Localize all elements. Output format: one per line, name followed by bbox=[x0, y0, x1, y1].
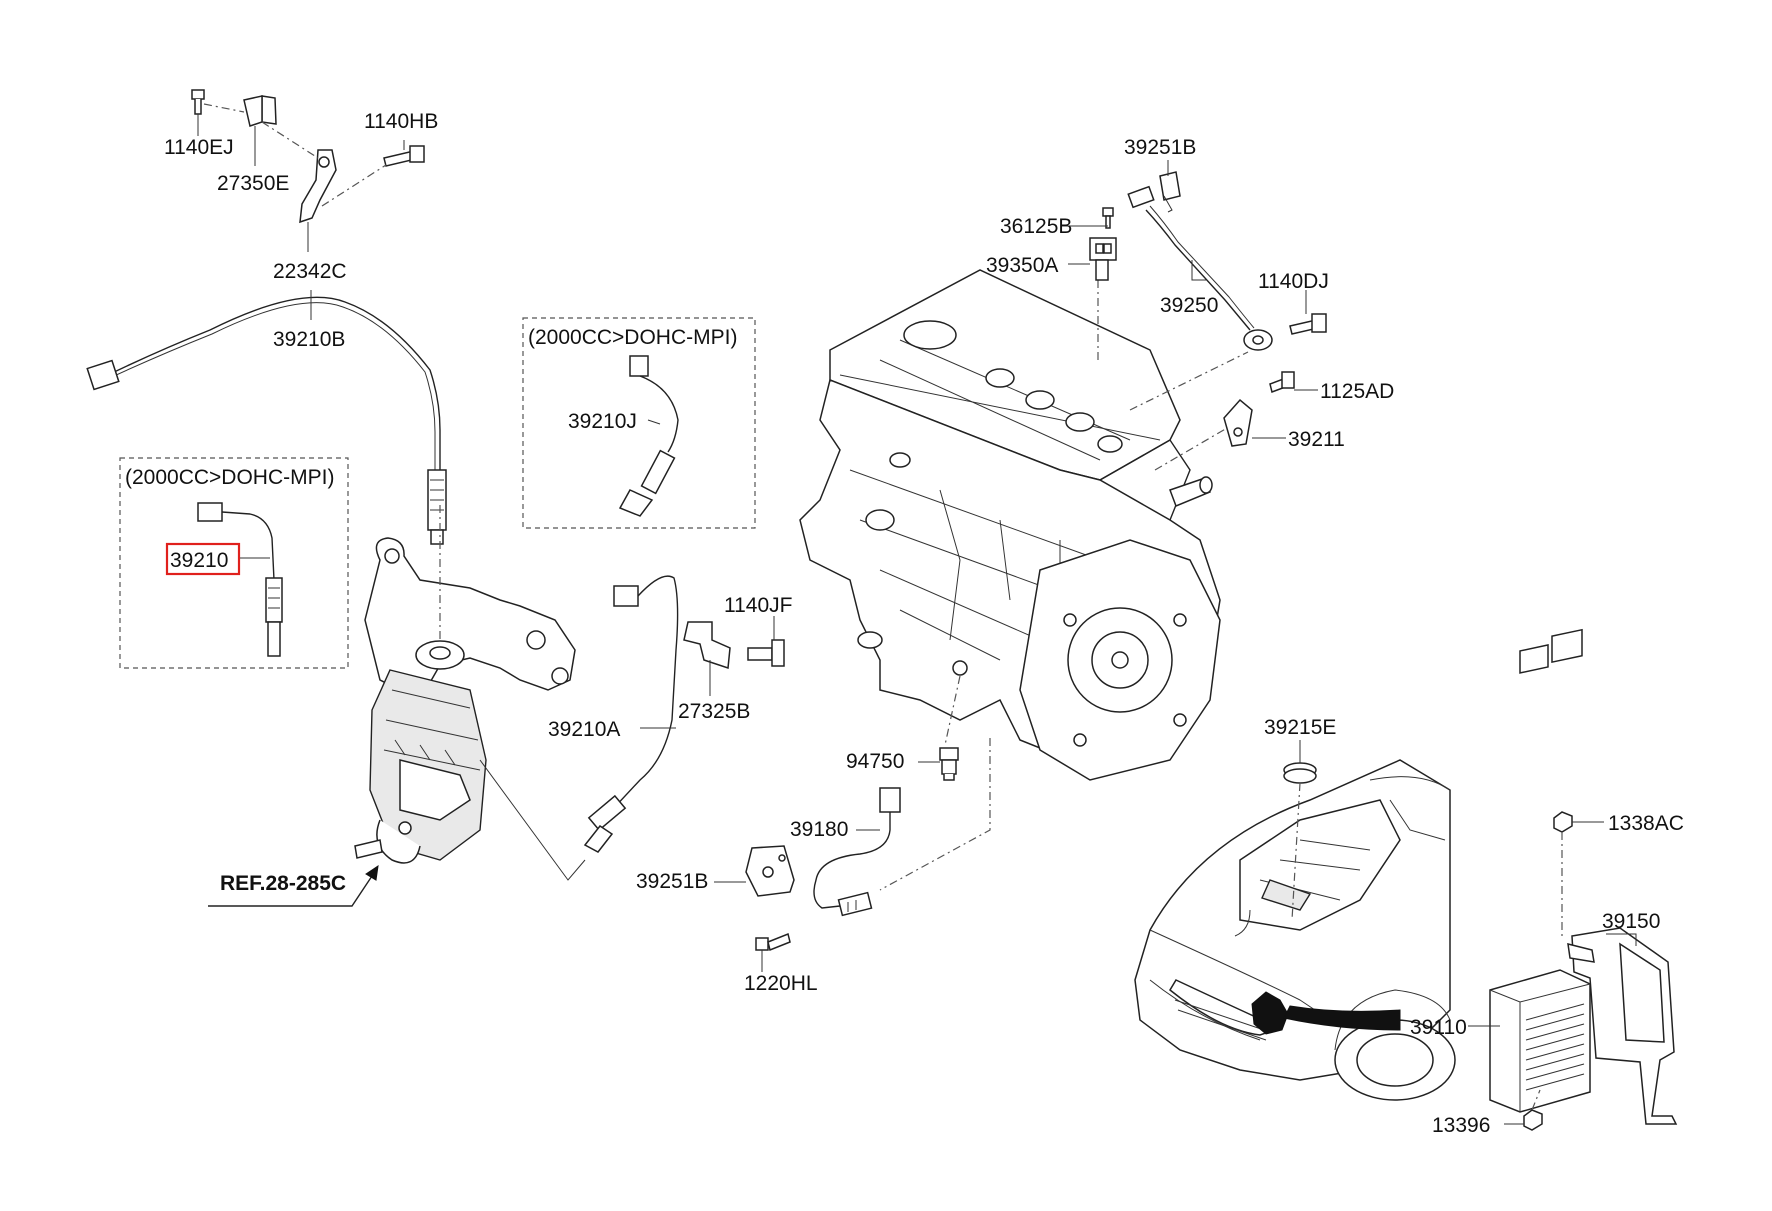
oxygen-sensor-39210b[interactable] bbox=[86, 290, 447, 545]
variant-box-middle: (2000CC>DOHC-MPI) bbox=[522, 317, 756, 529]
label-39210j[interactable]: 39210J bbox=[568, 410, 637, 433]
label-22342c[interactable]: 22342C bbox=[273, 260, 347, 283]
label-39150[interactable]: 39150 bbox=[1602, 910, 1660, 933]
ecu-39110[interactable] bbox=[1489, 628, 1591, 1113]
label-39251b-bottom[interactable]: 39251B bbox=[636, 870, 708, 893]
label-39210a[interactable]: 39210A bbox=[548, 718, 620, 741]
ecu-bracket-39150[interactable] bbox=[1567, 927, 1678, 1125]
label-1140jf[interactable]: 1140JF bbox=[724, 594, 793, 617]
bracket-39211[interactable] bbox=[1223, 398, 1253, 447]
label-1338ac[interactable]: 1338AC bbox=[1608, 812, 1684, 835]
oxygen-sensor-39210a[interactable] bbox=[583, 575, 679, 853]
bolt-icon bbox=[1102, 207, 1114, 229]
label-1125ad[interactable]: 1125AD bbox=[1320, 380, 1394, 403]
label-1220hl[interactable]: 1220HL bbox=[744, 972, 818, 995]
variant-box-left: (2000CC>DOHC-MPI) bbox=[119, 457, 349, 669]
oxygen-sensor-39210j[interactable] bbox=[618, 355, 679, 517]
bracket-27350e-group bbox=[191, 89, 425, 252]
ecu-group bbox=[1468, 628, 1678, 1131]
highlight-box bbox=[165, 542, 241, 576]
bolt-icon bbox=[383, 145, 425, 167]
variant-box-middle-title: (2000CC>DOHC-MPI) bbox=[528, 326, 737, 349]
cam-sensor-group bbox=[1062, 160, 1327, 447]
crank-sensor-group bbox=[714, 747, 959, 972]
label-39215e[interactable]: 39215E bbox=[1264, 716, 1336, 739]
label-39180[interactable]: 39180 bbox=[790, 818, 848, 841]
label-39210b[interactable]: 39210B bbox=[273, 328, 345, 351]
bolt-icon bbox=[755, 932, 791, 952]
label-27325b[interactable]: 27325B bbox=[678, 700, 750, 723]
bolt-icon bbox=[1289, 313, 1327, 335]
label-39211[interactable]: 39211 bbox=[1288, 428, 1345, 451]
label-27350e[interactable]: 27350E bbox=[217, 172, 289, 195]
part-labels: 1140EJ 27350E 1140HB 22342C 39210B 39210… bbox=[164, 110, 1684, 1137]
grommet-39215e[interactable] bbox=[1283, 762, 1317, 784]
nut-icon bbox=[1553, 811, 1573, 833]
label-13396[interactable]: 13396 bbox=[1432, 1114, 1490, 1137]
label-39350a[interactable]: 39350A bbox=[986, 254, 1058, 277]
label-1140hb[interactable]: 1140HB bbox=[364, 110, 438, 133]
label-39210[interactable]: 39210 bbox=[170, 549, 228, 572]
knock-sensor-39250[interactable] bbox=[1127, 185, 1273, 351]
sensor-39350a[interactable] bbox=[1089, 237, 1117, 281]
variant-box-left-title: (2000CC>DOHC-MPI) bbox=[125, 466, 334, 489]
bolt-icon bbox=[1269, 371, 1295, 393]
exhaust-manifold bbox=[354, 505, 586, 881]
crank-sensor-39180[interactable] bbox=[813, 787, 901, 917]
label-39110[interactable]: 39110 bbox=[1410, 1016, 1467, 1039]
label-1140dj[interactable]: 1140DJ bbox=[1258, 270, 1329, 293]
bracket-27325b-group bbox=[683, 616, 785, 696]
nut-icon bbox=[1523, 1109, 1543, 1131]
engine-block bbox=[799, 250, 1249, 891]
clip-39251b-bottom[interactable] bbox=[745, 845, 795, 897]
label-36125b[interactable]: 36125B bbox=[1000, 215, 1072, 238]
ref-link[interactable]: REF.28-285C bbox=[208, 864, 379, 907]
clip-39251b-top[interactable] bbox=[1159, 171, 1181, 213]
label-39250[interactable]: 39250 bbox=[1160, 294, 1218, 317]
bolt-icon bbox=[191, 89, 205, 115]
bolt-icon bbox=[747, 639, 785, 667]
oil-pressure-switch-94750[interactable] bbox=[939, 747, 959, 781]
oxygen-sensor-39210[interactable] bbox=[197, 502, 283, 657]
ref-label[interactable]: REF.28-285C bbox=[220, 872, 346, 895]
label-1140ej[interactable]: 1140EJ bbox=[164, 136, 234, 159]
label-39251b-top[interactable]: 39251B bbox=[1124, 136, 1196, 159]
vehicle-illustration bbox=[1134, 740, 1456, 1101]
label-94750[interactable]: 94750 bbox=[846, 750, 904, 773]
